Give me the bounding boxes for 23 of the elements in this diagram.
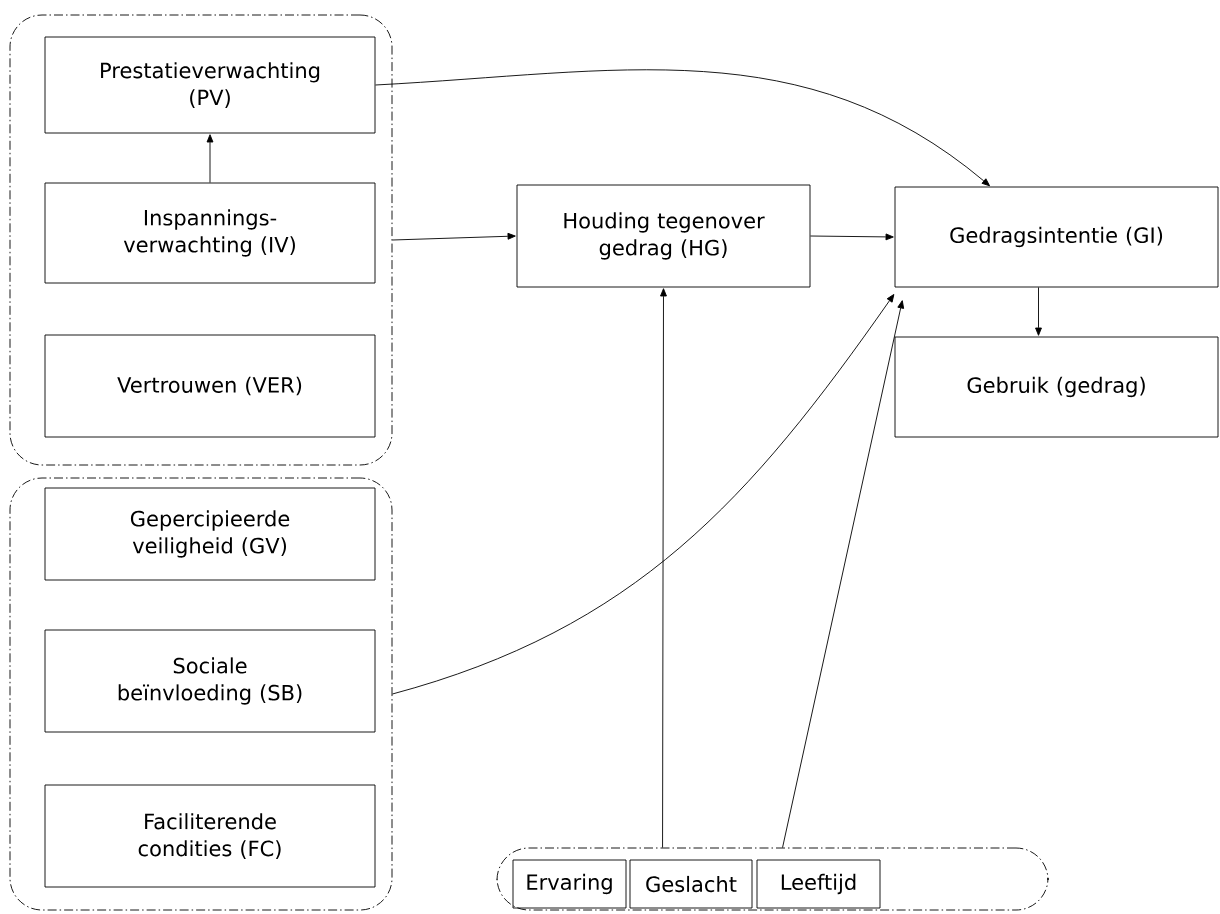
arrow [1035,287,1042,336]
arrow [782,300,905,848]
grouping-frame [9,477,393,911]
construct-box: Sociale beïnvloeding (SB) [44,629,376,733]
construct-box: Faciliterende condities (FC) [44,784,376,888]
construct-box: Gedragsintentie (GI) [894,186,1219,288]
grouping-frame [9,14,393,466]
arrow [392,232,516,241]
arrow [375,69,990,187]
arrow [660,288,667,848]
construct-box: Prestatieverwachting (PV) [44,36,376,134]
construct-box: Inspannings- verwachting (IV) [44,182,376,284]
construct-box: Houding tegenover gedrag (HG) [516,184,811,288]
construct-box: Vertrouwen (VER) [44,334,376,438]
grouping-frame [496,847,1049,911]
construct-box: Leeftijd [756,859,881,909]
arrow [810,233,894,241]
construct-box: Gepercipieerde veiligheid (GV) [44,487,376,581]
construct-box: Geslacht [629,859,753,909]
construct-box: Gebruik (gedrag) [894,336,1219,438]
construct-box: Ervaring [512,859,627,909]
arrow [392,294,895,695]
arrow [206,134,214,183]
